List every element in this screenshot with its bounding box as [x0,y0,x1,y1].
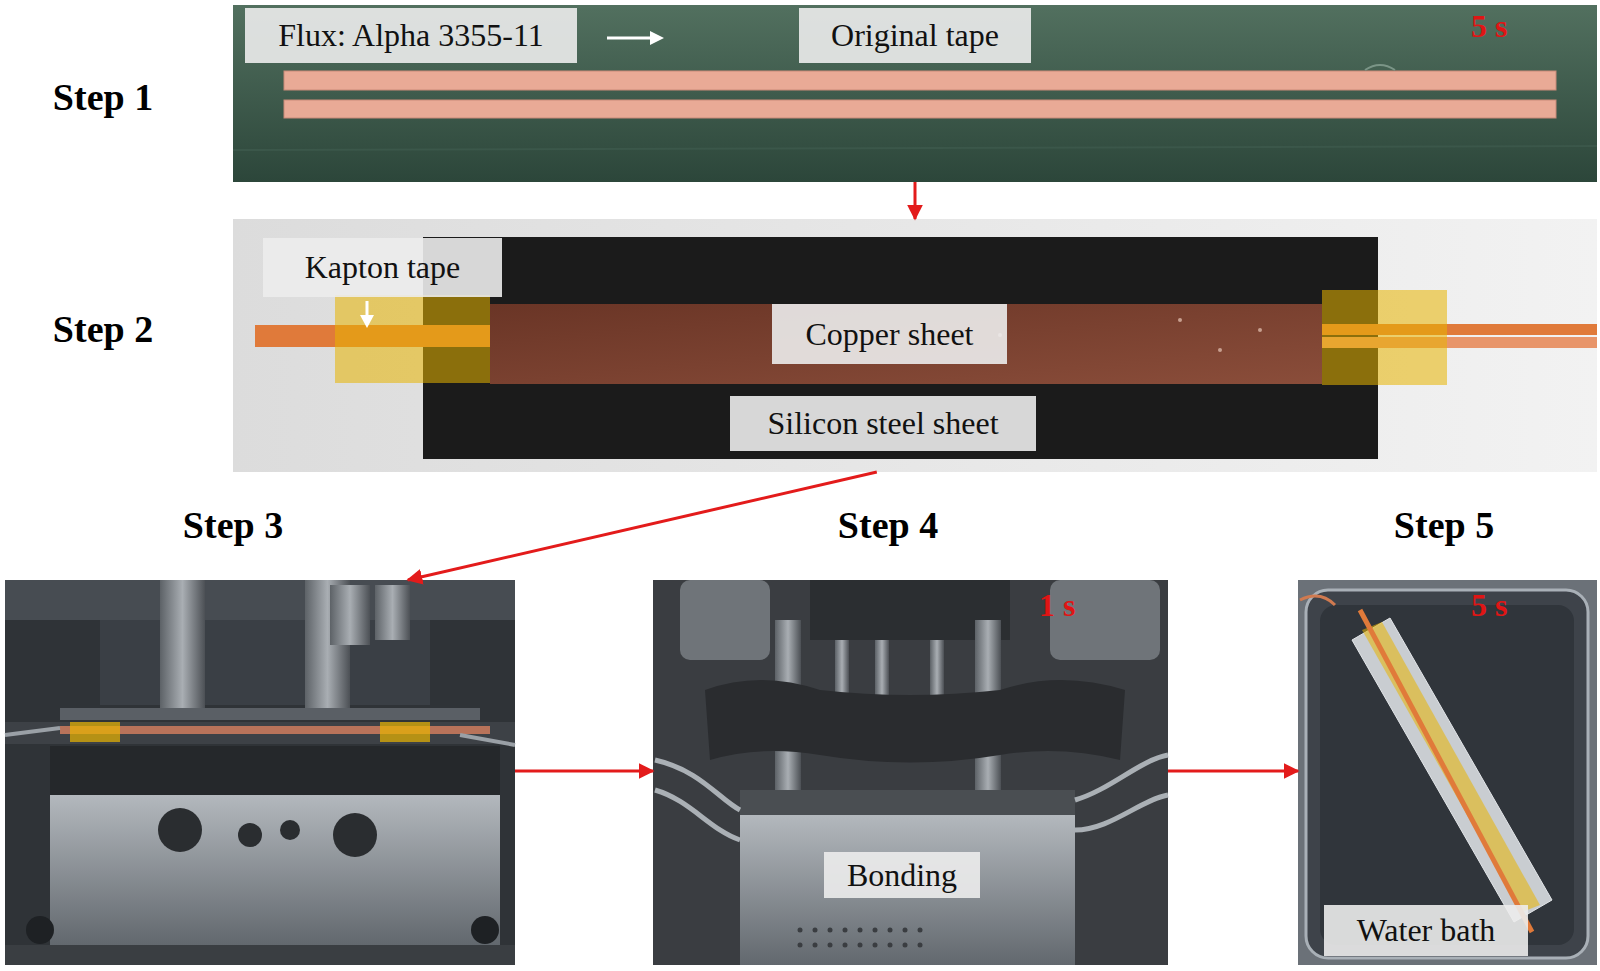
label-box: Kapton tape [263,238,502,297]
flow-arrow [1168,769,1298,772]
label-text: Original tape [831,17,999,54]
time-label: 5 s [1471,8,1582,63]
label-text: 5 s [1471,587,1582,624]
step-heading: Step 1 [33,72,173,122]
label-text: Bonding [847,857,957,894]
photo-panel: Kapton tapeCopper sheetSilicon steel she… [233,219,1597,472]
step2-photo [233,219,1597,472]
step3-photo [5,580,515,965]
label-box: Water bath [1324,905,1528,956]
step1-photo [233,5,1597,182]
label-text: Silicon steel sheet [767,405,998,442]
step-heading: Step 5 [1374,500,1514,550]
time-label: 5 s [1471,587,1582,638]
label-text: Flux: Alpha 3355-11 [278,17,543,54]
flow-arrow [408,472,877,580]
photo-panel: 5 sWater bathStep 5 [1298,580,1597,965]
step5-photo [1298,580,1597,965]
step4-photo [653,580,1168,965]
time-label: 1 s [1039,587,1126,638]
photo-panel: Step 3 [5,580,515,965]
label-box: Original tape [799,8,1031,63]
photo-panel: 1 sBondingStep 4 [653,580,1168,965]
step-heading: Step 3 [163,500,303,550]
label-text: Kapton tape [305,249,461,286]
label-text: Water bath [1357,912,1496,949]
label-box: Bonding [824,852,980,898]
label-text: 1 s [1039,587,1126,624]
label-text: Copper sheet [806,316,974,353]
label-box: Flux: Alpha 3355-11 [245,8,577,63]
photo-panel: Flux: Alpha 3355-11Original tape5 sStep … [233,5,1597,182]
flow-arrow [515,769,653,772]
label-box: Copper sheet [772,304,1007,364]
label-text: 5 s [1471,8,1582,45]
label-box: Silicon steel sheet [730,396,1036,451]
flow-arrow [914,182,917,219]
step-heading: Step 2 [33,304,173,354]
step-heading: Step 4 [818,500,958,550]
